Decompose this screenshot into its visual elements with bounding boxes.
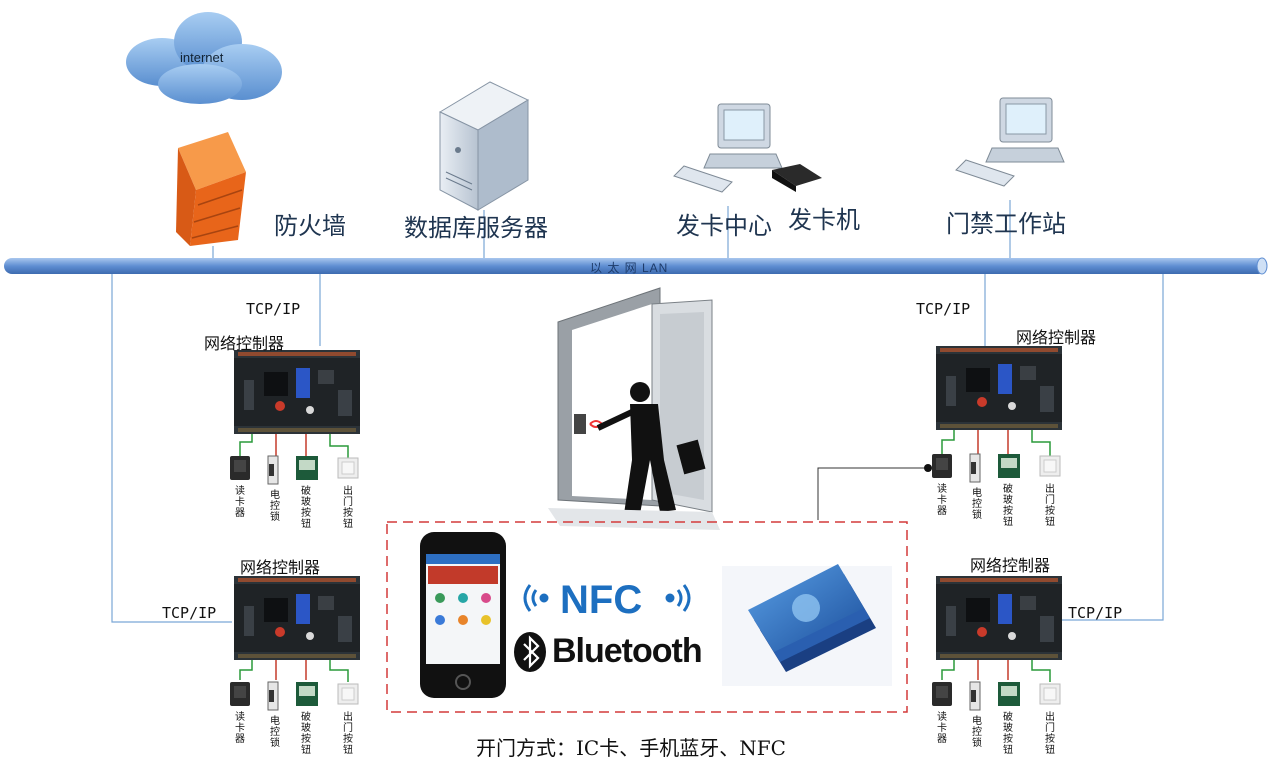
db-server-label: 数据库服务器 [404,214,548,242]
nfc-wave-icon [523,584,691,612]
reader-label: 读卡器 [937,712,947,745]
glass-button-label: 破玻按钮 [301,486,311,530]
device-row-icons [931,681,1061,711]
reader-link-dot [924,464,932,472]
controller-board-icon [936,576,1062,660]
firewall-label: 防火墙 [274,212,346,240]
bluetooth-icon [514,632,546,672]
controller-board-icon [936,346,1062,430]
lock-label: 电控锁 [270,716,280,749]
nfc-label: NFC [560,578,643,622]
exit-button-label: 出门按钮 [1045,484,1055,528]
card-center-pc-icon [673,103,783,193]
internet-label: internet [180,50,224,65]
tcp-label: TCP/IP [246,300,301,318]
exit-button-label: 出门按钮 [343,486,353,530]
device-row-icons [229,455,359,485]
exit-button-label: 出门按钮 [1045,712,1055,756]
device-row-icons [931,453,1061,483]
door-access-illustration [548,287,720,530]
controller-title: 网络控制器 [204,334,285,353]
controller-title: 网络控制器 [970,556,1051,575]
top-connectors [212,200,1011,262]
bluetooth-label: Bluetooth [552,632,703,670]
firewall-icon [176,132,246,246]
unlock-methods-box [386,521,908,713]
card-machine-icon [772,164,822,192]
card-machine-label: 发卡机 [788,206,860,234]
lock-label: 电控锁 [270,490,280,523]
smartphone-icon [420,532,506,698]
glass-button-label: 破玻按钮 [1003,484,1013,528]
card-center-label: 发卡中心 [676,212,772,240]
glass-button-label: 破玻按钮 [301,712,311,756]
reader-link-line [817,467,928,520]
lock-label: 电控锁 [972,716,982,749]
ic-card-stack-icon [722,564,892,686]
lock-label: 电控锁 [972,488,982,521]
device-wires [239,430,1051,682]
internet-cloud-icon [126,12,282,104]
tcp-label: TCP/IP [1068,604,1123,622]
controller-board-icon [234,350,360,434]
glass-button-label: 破玻按钮 [1003,712,1013,756]
device-row-icons [229,681,359,711]
reader-label: 读卡器 [235,486,245,519]
controller-board-icon [234,576,360,660]
controller-connectors [111,274,1164,623]
reader-label: 读卡器 [235,712,245,745]
controller-title: 网络控制器 [1016,328,1097,347]
ethernet-lan-pipe [4,257,1268,275]
exit-button-label: 出门按钮 [343,712,353,756]
tcp-label: TCP/IP [916,300,971,318]
lan-label: 以 太 网 LAN [590,261,669,275]
reader-label: 读卡器 [937,484,947,517]
unlock-methods-caption: 开门方式：IC卡、手机蓝牙、NFC [476,736,786,760]
access-station-pc-icon [955,97,1065,187]
controller-title: 网络控制器 [240,558,321,577]
database-server-icon [438,81,530,211]
tcp-label: TCP/IP [162,604,217,622]
access-station-label: 门禁工作站 [946,210,1066,238]
